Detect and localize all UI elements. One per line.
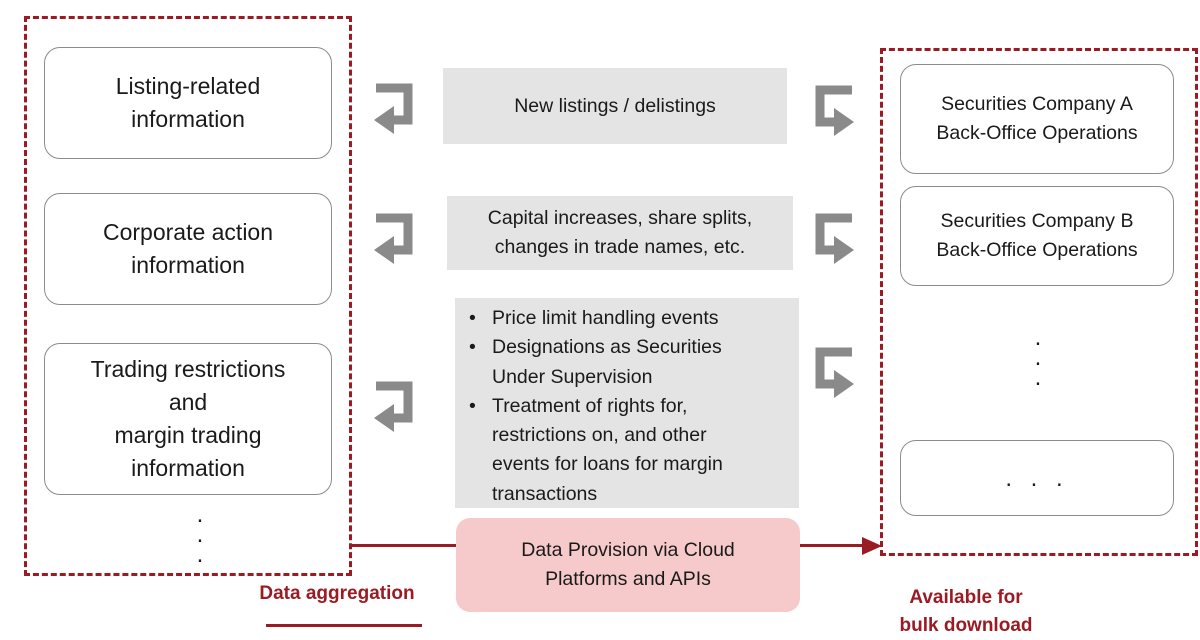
trading-events-list: Price limit handling events Designations… (455, 298, 799, 508)
capital-increases-box: Capital increases, share splits, changes… (447, 196, 793, 270)
securities-company-b-box: Securities Company B Back-Office Operati… (900, 186, 1174, 286)
data-aggregation-label: Data aggregation (259, 583, 415, 604)
u-turn-left-arrow-icon (374, 83, 413, 134)
new-listings-box: New listings / delistings (443, 68, 787, 144)
bulk-download-frame (880, 48, 1198, 556)
data-provision-box: Data Provision via Cloud Platforms and A… (456, 518, 800, 612)
u-turn-left-arrow-icon (374, 213, 413, 264)
listing-related-info-box: Listing-related information (44, 47, 332, 159)
bulk-download-label: Available for bulk download (899, 587, 1033, 636)
more-companies-box: . . . (900, 440, 1174, 516)
label-underline (266, 624, 422, 627)
u-turn-right-arrow-icon (815, 213, 854, 264)
list-item: Designations as Securities Under Supervi… (467, 333, 789, 392)
list-item: Price limit handling events (467, 304, 789, 334)
aggregation-connector-line (352, 544, 456, 547)
u-turn-right-arrow-icon (815, 85, 854, 136)
list-item: Treatment of rights for, restrictions on… (467, 392, 789, 509)
left-ellipsis: . . . (196, 501, 204, 568)
data-aggregation-frame (24, 16, 352, 576)
trading-restrictions-info-box: Trading restrictions and margin trading … (44, 343, 332, 495)
u-turn-left-arrow-icon (374, 381, 413, 432)
u-turn-right-arrow-icon (815, 347, 854, 398)
securities-company-a-box: Securities Company A Back-Office Operati… (900, 64, 1174, 174)
arrow-right-icon (862, 537, 882, 555)
right-ellipsis: . . . (1034, 324, 1042, 391)
corporate-action-info-box: Corporate action information (44, 193, 332, 305)
provision-connector-line (800, 544, 864, 547)
